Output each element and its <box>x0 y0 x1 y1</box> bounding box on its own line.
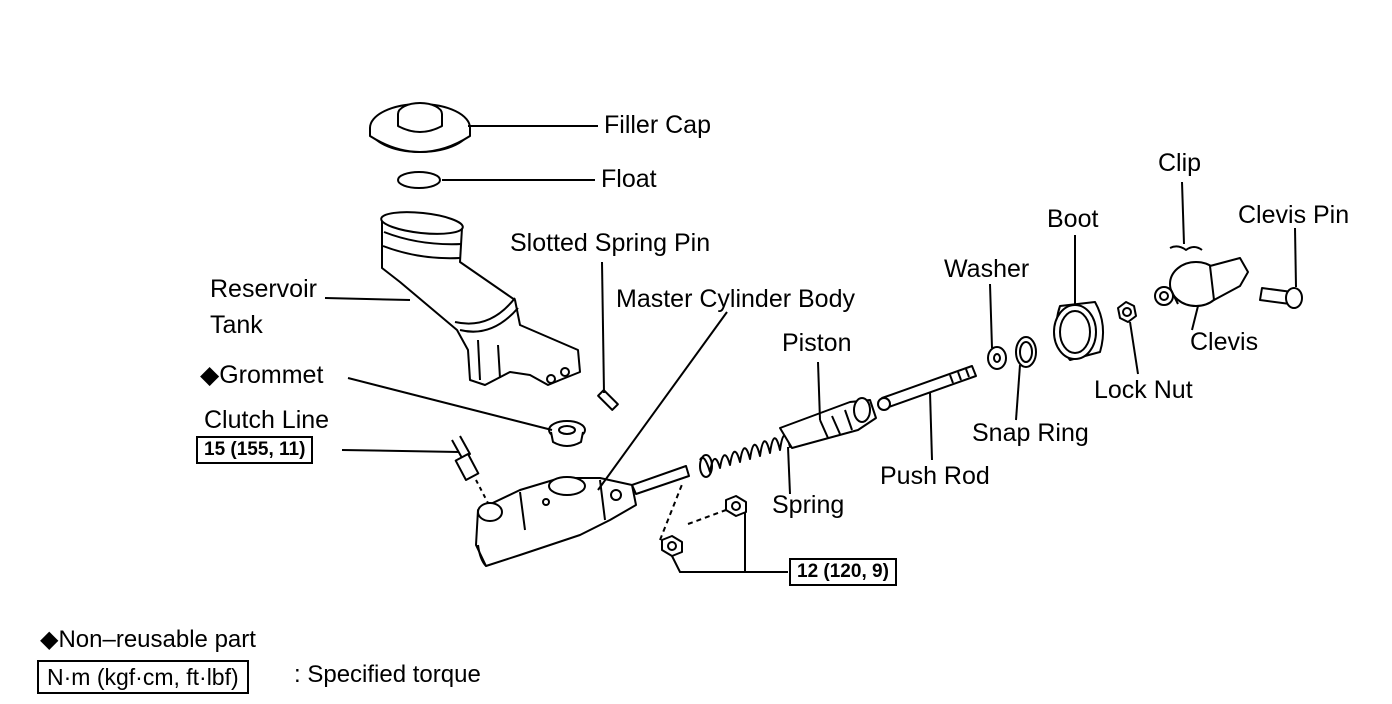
label-piston: Piston <box>782 329 852 357</box>
legend-torque-units: N·m (kgf·cm, ft·lbf) <box>37 660 249 694</box>
push-rod-part <box>877 365 977 411</box>
mounting-nut-part <box>661 495 747 557</box>
legend-non-reusable: ◆Non–reusable part <box>40 626 256 653</box>
label-clevis: Clevis <box>1190 328 1259 356</box>
label-master-cylinder-body: Master Cylinder Body <box>616 285 855 313</box>
lock-nut-part <box>1117 301 1137 323</box>
master-cylinder-body-part <box>475 476 637 567</box>
stud-bolt-part <box>631 465 690 495</box>
boot-part <box>1053 301 1105 361</box>
float-part <box>397 171 441 189</box>
grommet-part <box>548 420 586 447</box>
torque-clutch-line: 15 (155, 11) <box>196 436 314 464</box>
reservoir-tank-part <box>380 211 581 386</box>
label-boot: Boot <box>1047 205 1099 233</box>
clevis-pin-part <box>1259 287 1303 309</box>
label-tank: Tank <box>210 311 263 339</box>
clutch-line-fitting-part <box>451 435 480 481</box>
piston-part <box>779 397 877 449</box>
filler-cap-part <box>369 102 471 153</box>
label-slotted-spring-pin: Slotted Spring Pin <box>510 229 711 257</box>
label-float: Float <box>601 165 657 193</box>
leader-lines <box>324 125 1297 573</box>
snap-ring-part <box>1015 336 1037 368</box>
label-clip: Clip <box>1158 149 1202 177</box>
label-reservoir: Reservoir <box>210 275 317 303</box>
label-snap-ring: Snap Ring <box>972 419 1089 447</box>
slotted-spring-pin-part <box>597 389 619 411</box>
torque-mounting-nuts: 12 (120, 9) <box>789 558 897 586</box>
clevis-part <box>1154 257 1249 307</box>
label-grommet: ◆Grommet <box>200 361 324 389</box>
label-washer: Washer <box>944 255 1030 283</box>
label-lock-nut: Lock Nut <box>1094 376 1193 404</box>
clip-part <box>1169 245 1203 251</box>
label-spring: Spring <box>772 491 845 519</box>
washer-part <box>987 346 1007 370</box>
label-clutch-line: Clutch Line <box>204 406 330 434</box>
legend-torque-desc: : Specified torque <box>294 661 481 688</box>
label-clevis-pin: Clevis Pin <box>1238 201 1350 229</box>
label-filler-cap: Filler Cap <box>604 111 711 139</box>
label-push-rod: Push Rod <box>880 462 990 490</box>
